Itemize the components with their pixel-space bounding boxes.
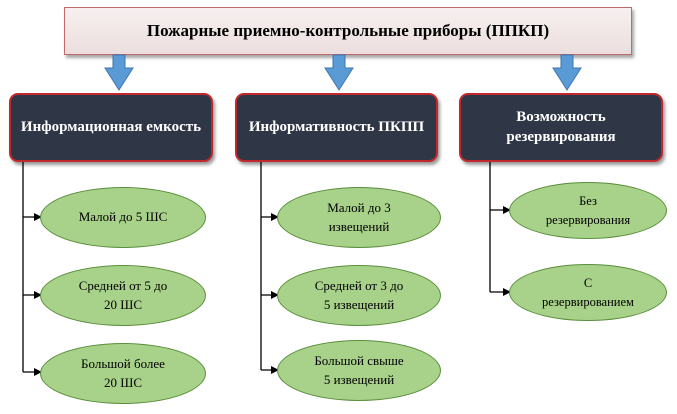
item-label: Средней от 3 до 5 извещений (314, 277, 404, 312)
down-arrow-1 (104, 54, 134, 91)
category-label-capacity: Информационная емкость (20, 118, 202, 135)
category-box-capacity: Информационная емкость (9, 93, 213, 162)
item-label: Без резервирования (545, 194, 631, 227)
down-arrow-2 (324, 54, 354, 91)
item-oval-capacity-medium: Средней от 5 до 20 ШС (40, 265, 206, 326)
category-box-redundancy: Возможность резервирования (459, 93, 663, 162)
item-oval-capacity-large: Большой более 20 ШС (40, 343, 206, 404)
item-label: Малой до 3 извещений (327, 199, 391, 234)
item-oval-info-small: Малой до 3 извещений (277, 187, 441, 248)
category-box-informativeness: Информативность ПКПП (235, 93, 438, 162)
item-oval-info-medium: Средней от 3 до 5 извещений (277, 265, 441, 326)
item-label: Средней от 5 до 20 ШС (78, 277, 168, 312)
diagram-title: Пожарные приемно-контрольные приборы (ПП… (64, 7, 632, 55)
item-oval-info-large: Большой свыше 5 извещений (277, 340, 441, 401)
item-oval-capacity-small: Малой до 5 ШС (40, 187, 206, 248)
item-label: Большой свыше 5 извещений (314, 352, 404, 387)
item-label: Большой более 20 ШС (81, 355, 165, 390)
category-label-informativeness: Информативность ПКПП (248, 118, 425, 135)
item-label: С резервированием (542, 276, 634, 309)
diagram-title-text: Пожарные приемно-контрольные приборы (ПП… (146, 21, 550, 40)
item-oval-without-redundancy: Без резервирования (509, 182, 667, 239)
item-label: Малой до 5 ШС (78, 209, 168, 225)
down-arrow-3 (552, 54, 582, 91)
item-oval-with-redundancy: С резервированием (509, 264, 667, 321)
category-label-redundancy: Возможность резервирования (506, 109, 616, 145)
